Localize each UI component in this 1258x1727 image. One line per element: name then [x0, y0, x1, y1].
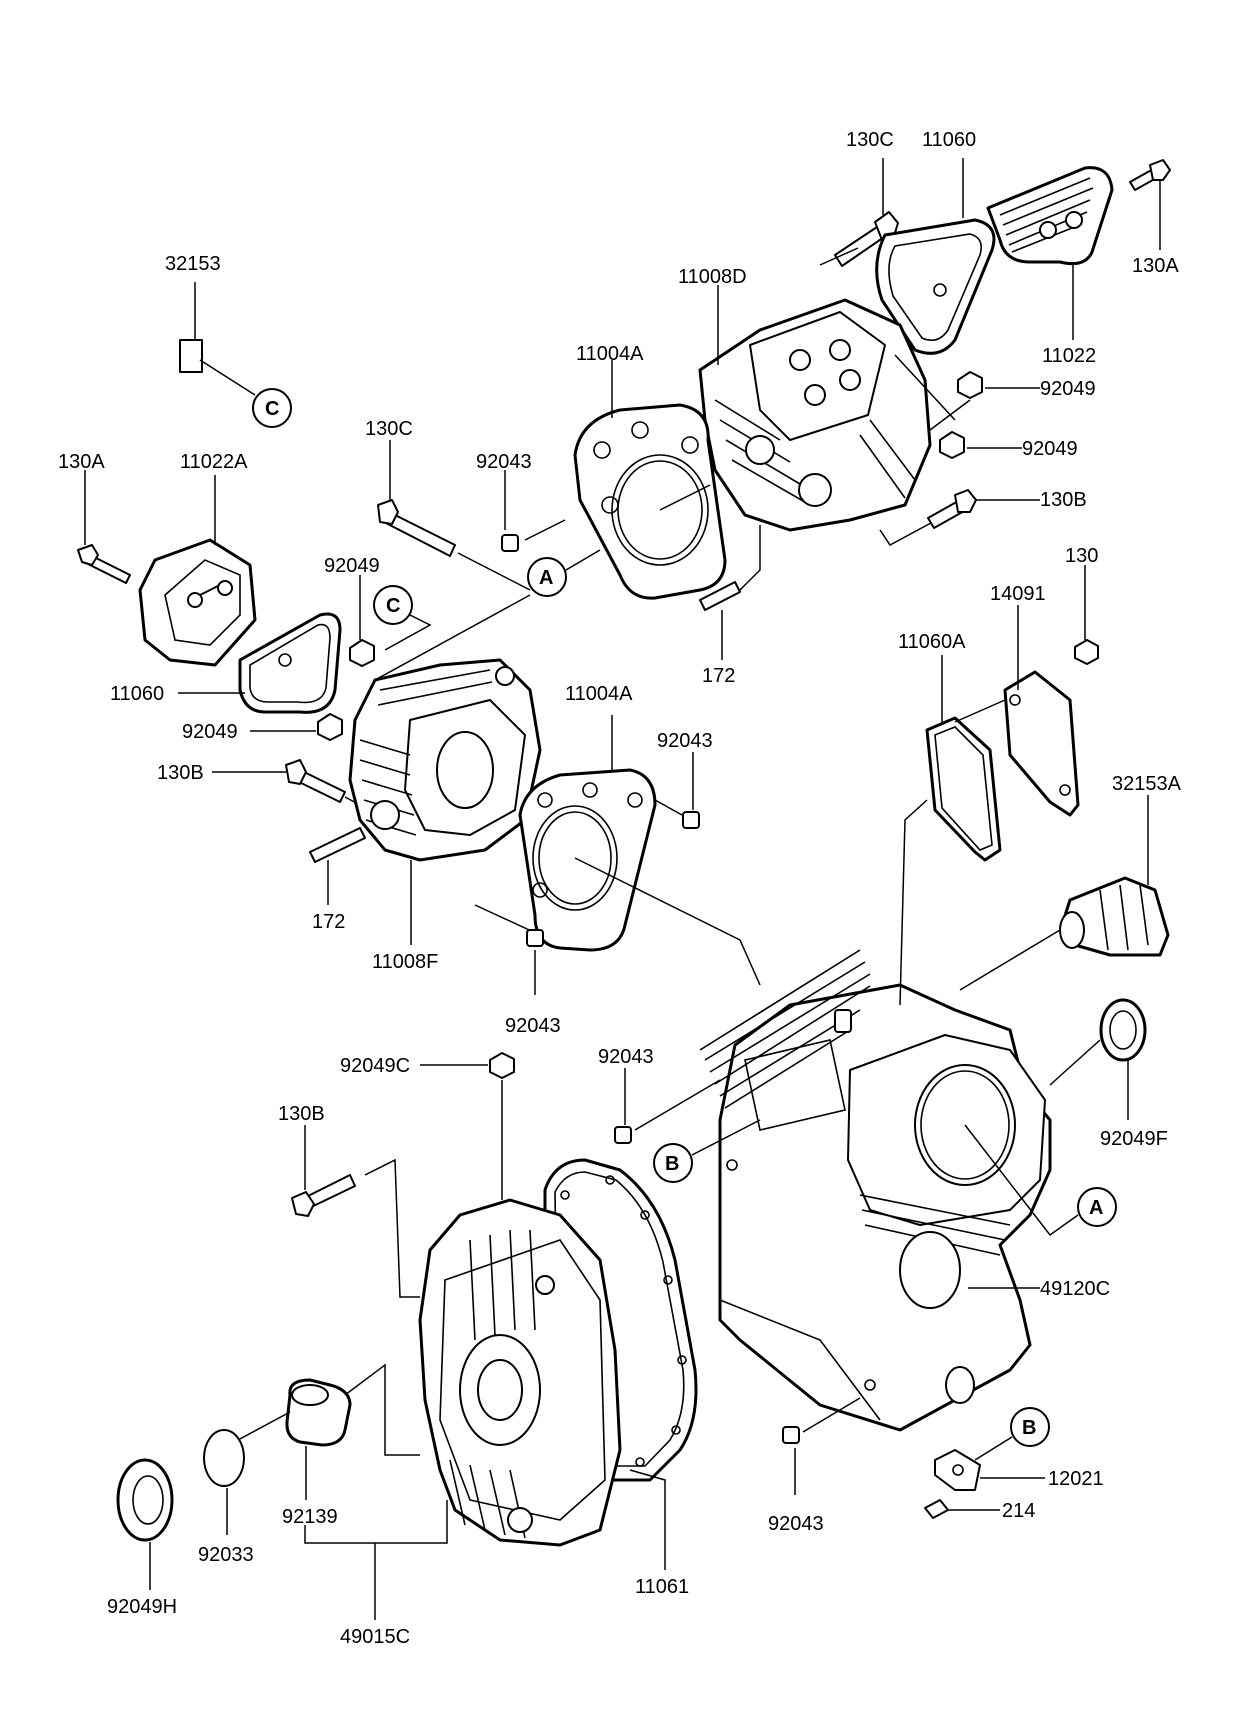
- cylinder-head-11008f[interactable]: [348, 658, 542, 945]
- label-11061: 11061: [635, 1576, 689, 1598]
- ref-a2: A: [1089, 1197, 1103, 1219]
- gasket-11060-left[interactable]: [178, 612, 342, 714]
- nut-92049c[interactable]: [420, 1052, 515, 1200]
- label-32153: 32153: [165, 253, 221, 275]
- dowel-92043-bottom[interactable]: [782, 1397, 861, 1495]
- bolt-130b-left[interactable]: [212, 759, 361, 806]
- ref-circle-a2: [1077, 1187, 1117, 1227]
- ref-circle-b1: [653, 1143, 693, 1183]
- label-11008d: 11008D: [678, 266, 747, 288]
- bolt-130c-top[interactable]: [834, 158, 899, 267]
- label-130a-left: 130A: [58, 451, 105, 473]
- label-92049-left2: 92049: [182, 721, 238, 743]
- label-172-left: 172: [312, 911, 345, 933]
- label-130b-bottom: 130B: [278, 1103, 325, 1125]
- cylinder-head-11008d[interactable]: [698, 285, 932, 532]
- crankcase-49120c[interactable]: [699, 949, 1052, 1432]
- label-92049-r1: 92049: [1040, 378, 1096, 400]
- label-12021: 12021: [1048, 1468, 1104, 1490]
- dowel-92043-low[interactable]: [526, 929, 544, 995]
- label-11060-left: 11060: [110, 683, 164, 705]
- ref-b1: B: [665, 1153, 679, 1175]
- bolt-130[interactable]: [1074, 565, 1099, 665]
- label-92049-left: 92049: [324, 555, 380, 577]
- label-14091: 14091: [990, 583, 1046, 605]
- ref-b2: B: [1022, 1417, 1036, 1439]
- label-92049-r2: 92049: [1022, 438, 1078, 460]
- label-92043-low: 92043: [505, 1015, 561, 1037]
- head-cover-11022[interactable]: [986, 166, 1114, 340]
- stud-172-mid[interactable]: [699, 525, 761, 660]
- label-92049h: 92049H: [107, 1596, 177, 1618]
- circlip-92033[interactable]: [203, 1411, 291, 1535]
- label-130a-right: 130A: [1132, 255, 1179, 277]
- nut-92049-right-2[interactable]: [939, 431, 1022, 459]
- head-gasket-11004a-mid[interactable]: [474, 715, 761, 986]
- nut-92049-right-1[interactable]: [957, 371, 1040, 399]
- ref-circle-a1: [527, 557, 567, 597]
- gasket-11060a[interactable]: [925, 655, 1006, 862]
- label-130c-top: 130C: [846, 129, 894, 151]
- dowel-92043-crank[interactable]: [614, 1068, 721, 1144]
- breather-32153a[interactable]: [959, 795, 1170, 991]
- label-172-mid: 172: [702, 665, 735, 687]
- dowel-92043-top[interactable]: [501, 470, 566, 552]
- label-130-right: 130: [1065, 545, 1098, 567]
- label-11022: 11022: [1042, 345, 1096, 367]
- head-cover-11022a[interactable]: [138, 475, 257, 667]
- label-92043-bottom: 92043: [768, 1513, 824, 1535]
- label-214: 214: [1002, 1500, 1035, 1522]
- label-49120c: 49120C: [1040, 1278, 1110, 1300]
- ref-c1: C: [265, 398, 279, 420]
- gasket-11060-top[interactable]: [875, 158, 996, 355]
- stud-172-left[interactable]: [309, 827, 366, 905]
- label-92043-mid: 92043: [657, 730, 713, 752]
- bolt-130b-bottom[interactable]: [291, 1125, 420, 1298]
- label-92043-top: 92043: [476, 451, 532, 473]
- ref-a1: A: [539, 567, 553, 589]
- oil-seal-92049h[interactable]: [116, 1458, 174, 1590]
- crankcase-cover-49015c[interactable]: [304, 1198, 622, 1620]
- label-32153a: 32153A: [1112, 773, 1182, 795]
- ref-circle-b2: [1010, 1407, 1050, 1447]
- bolt-130a-right[interactable]: [1129, 159, 1171, 250]
- dowel-92043-mid[interactable]: [654, 752, 700, 829]
- label-92033: 92033: [198, 1544, 254, 1566]
- nut-92049-left[interactable]: [349, 575, 375, 667]
- ref-c2: C: [386, 595, 400, 617]
- label-11022a: 11022A: [180, 451, 248, 473]
- bolt-130a-left[interactable]: [77, 470, 131, 584]
- label-11004a-mid: 11004A: [565, 683, 633, 705]
- label-11004a-top: 11004A: [576, 343, 644, 365]
- label-11060-top: 11060: [922, 129, 976, 151]
- label-49015c: 49015C: [340, 1626, 410, 1648]
- plate-12021[interactable]: [934, 1436, 1045, 1491]
- ref-circle-c1: [252, 388, 292, 428]
- bushing-92139[interactable]: [285, 1363, 420, 1500]
- label-92043-crank: 92043: [598, 1046, 654, 1068]
- label-92139: 92139: [282, 1506, 338, 1528]
- screw-214[interactable]: [924, 1499, 1000, 1519]
- cover-14091[interactable]: [1003, 605, 1080, 817]
- head-gasket-11004a-top[interactable]: [573, 360, 727, 600]
- ref-circle-c2: [373, 585, 413, 625]
- label-130c-mid: 130C: [365, 418, 413, 440]
- oil-seal-92049f[interactable]: [1049, 998, 1147, 1120]
- bolt-130c-mid[interactable]: [377, 440, 531, 591]
- label-130b-left: 130B: [157, 762, 204, 784]
- label-130b-right: 130B: [1040, 489, 1087, 511]
- label-92049f: 92049F: [1100, 1128, 1168, 1150]
- label-11060a: 11060A: [898, 631, 966, 653]
- bolt-130b-right[interactable]: [927, 489, 1040, 529]
- label-92049c: 92049C: [340, 1055, 410, 1077]
- clip-32153[interactable]: [179, 282, 256, 396]
- nut-92049-left-2[interactable]: [250, 713, 343, 741]
- label-11008f: 11008F: [372, 951, 438, 973]
